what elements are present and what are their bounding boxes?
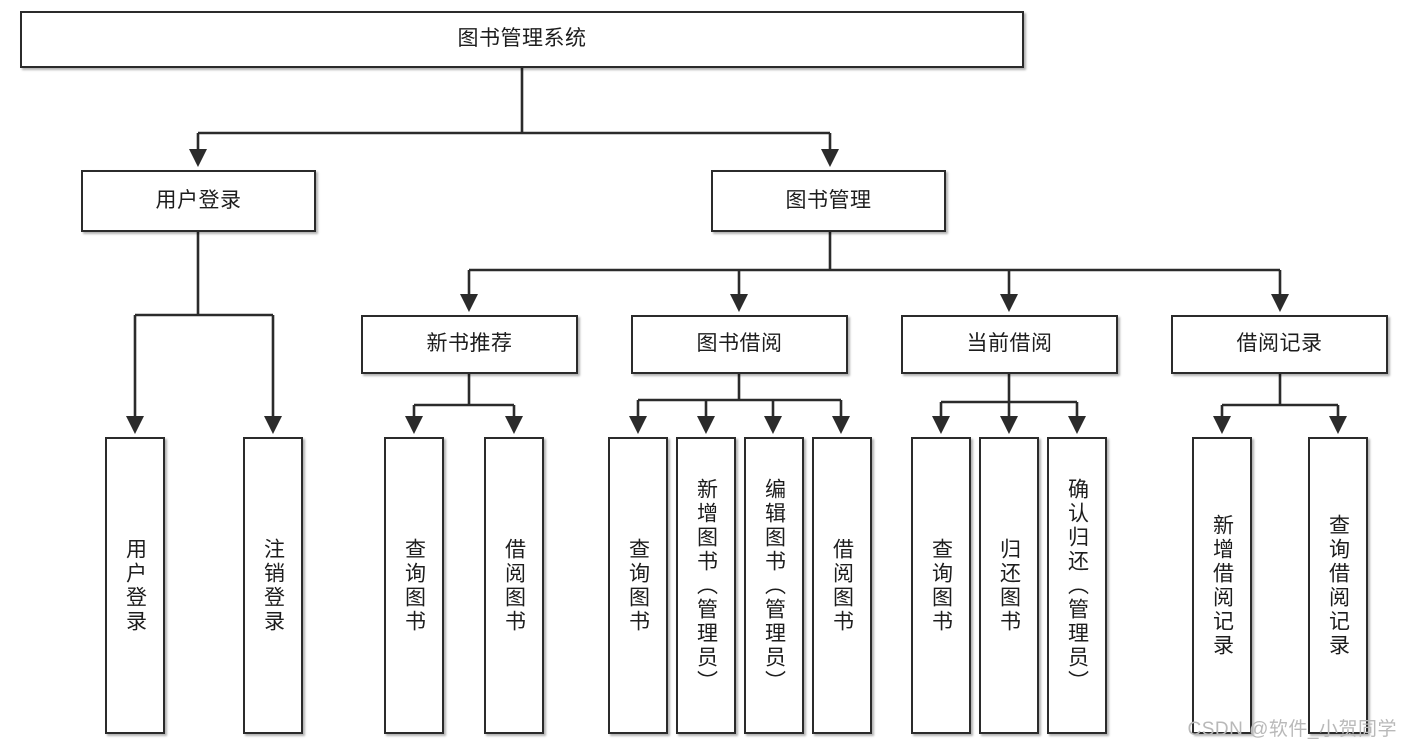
- node-book-management[interactable]: 图书管理: [711, 170, 946, 232]
- node-new-book-recommendation[interactable]: 新书推荐: [361, 315, 578, 374]
- node-label: 用户登录: [155, 188, 242, 212]
- node-label: 图书管理系统: [457, 27, 587, 51]
- node-leaf-query-books-borrowing[interactable]: 查询图书: [608, 437, 668, 734]
- node-label: 查询借阅记录: [1326, 513, 1350, 658]
- node-label: 确认归还（管理员）: [1065, 477, 1089, 694]
- node-leaf-edit-book-admin[interactable]: 编辑图书（管理员）: [744, 437, 804, 734]
- node-leaf-logout[interactable]: 注销登录: [243, 437, 303, 734]
- node-leaf-confirm-return-admin[interactable]: 确认归还（管理员）: [1047, 437, 1107, 734]
- node-leaf-query-books-current[interactable]: 查询图书: [911, 437, 971, 734]
- node-label: 当前借阅: [966, 332, 1053, 356]
- node-borrowing-record[interactable]: 借阅记录: [1171, 315, 1388, 374]
- node-leaf-user-login[interactable]: 用户登录: [105, 437, 165, 734]
- node-leaf-query-books-recommendation[interactable]: 查询图书: [384, 437, 444, 734]
- watermark: CSDN @软件_小贺同学: [1187, 719, 1397, 740]
- node-label: 图书借阅: [696, 332, 783, 356]
- node-label: 图书管理: [785, 188, 872, 212]
- node-leaf-borrow-books-recommendation[interactable]: 借阅图书: [484, 437, 544, 734]
- node-leaf-borrow-books-borrowing[interactable]: 借阅图书: [812, 437, 872, 734]
- node-label: 查询图书: [626, 537, 650, 634]
- node-current-borrowing[interactable]: 当前借阅: [901, 315, 1118, 374]
- node-leaf-add-borrow-record[interactable]: 新增借阅记录: [1192, 437, 1252, 734]
- node-label: 归还图书: [997, 537, 1021, 634]
- node-label: 新增借阅记录: [1210, 513, 1234, 658]
- node-label: 编辑图书（管理员）: [762, 477, 786, 694]
- node-label: 用户登录: [123, 537, 147, 634]
- node-label: 查询图书: [929, 537, 953, 634]
- node-leaf-query-borrow-record[interactable]: 查询借阅记录: [1308, 437, 1368, 734]
- node-label: 借阅图书: [502, 537, 526, 634]
- node-label: 注销登录: [261, 537, 285, 634]
- node-label: 借阅图书: [830, 537, 854, 634]
- node-label: 借阅记录: [1236, 332, 1323, 356]
- node-label: 新书推荐: [426, 332, 513, 356]
- node-root-book-management-system[interactable]: 图书管理系统: [20, 11, 1024, 68]
- node-leaf-return-books[interactable]: 归还图书: [979, 437, 1039, 734]
- node-label: 查询图书: [402, 537, 426, 634]
- node-leaf-add-book-admin[interactable]: 新增图书（管理员）: [676, 437, 736, 734]
- node-book-borrowing[interactable]: 图书借阅: [631, 315, 848, 374]
- node-user-login[interactable]: 用户登录: [81, 170, 316, 232]
- node-label: 新增图书（管理员）: [694, 477, 718, 694]
